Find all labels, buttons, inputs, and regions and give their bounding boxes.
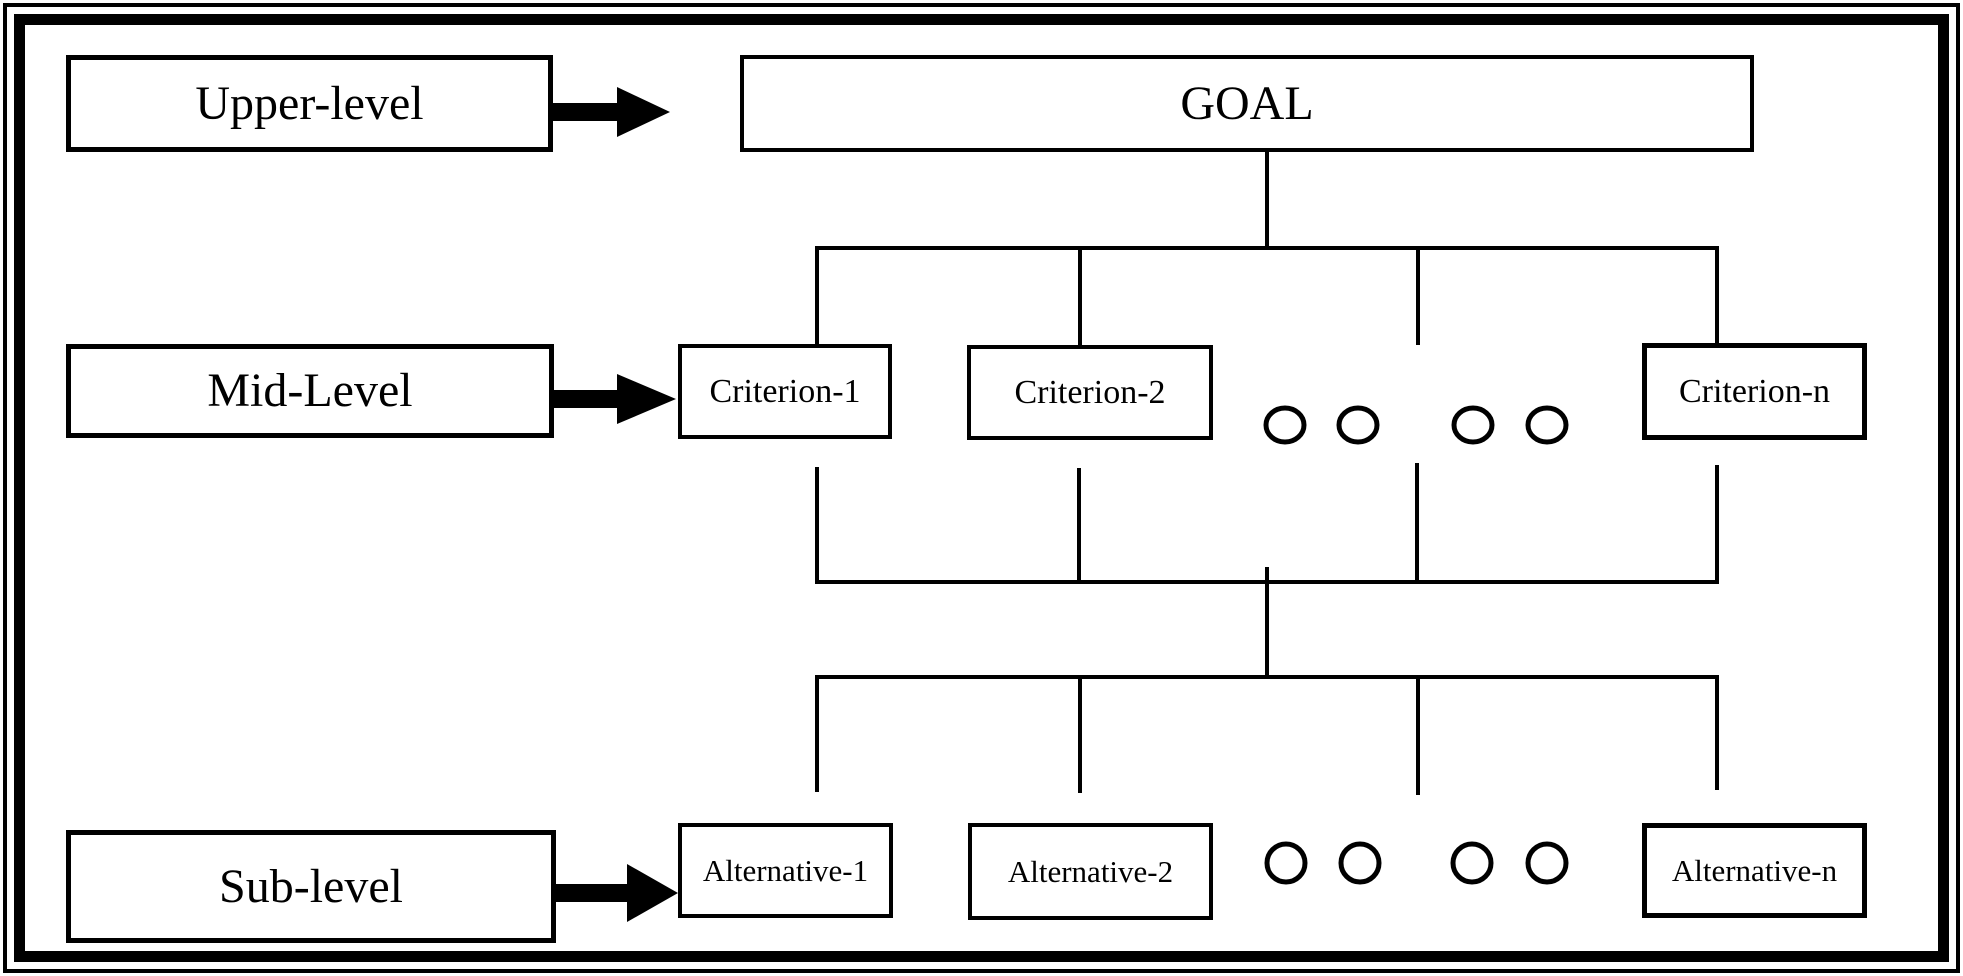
ellipsis-dots-alternatives	[1264, 841, 1569, 885]
mid-level-label-box: Mid-Level	[66, 344, 554, 438]
goal-node-box: GOAL	[740, 55, 1754, 152]
upper-level-label: Upper-level	[195, 76, 424, 130]
continuation-dot	[1525, 405, 1569, 445]
sub-level-label-box: Sub-level	[66, 830, 556, 943]
flow-arrow-icon	[556, 864, 678, 922]
sub-level-label: Sub-level	[219, 859, 403, 913]
ellipsis-dots-criteria	[1263, 405, 1569, 445]
flow-arrow-icon	[553, 87, 670, 137]
alternative-2-node-box: Alternative-2	[968, 823, 1213, 920]
criterion-1-node-box: Criterion-1	[678, 344, 892, 439]
alternative-n-node-box: Alternative-n	[1642, 823, 1867, 918]
criterion-2-node-box: Criterion-2	[967, 345, 1213, 440]
alternative-1-label: Alternative-1	[702, 853, 869, 888]
continuation-dot	[1336, 405, 1380, 445]
continuation-dot	[1450, 841, 1494, 885]
continuation-dot	[1525, 841, 1569, 885]
upper-level-label-box: Upper-level	[66, 55, 553, 152]
criterion-2-label: Criterion-2	[1014, 373, 1166, 411]
continuation-dot	[1264, 841, 1308, 885]
mid-level-label: Mid-Level	[207, 364, 413, 417]
continuation-dot	[1263, 405, 1307, 445]
criterion-n-label: Criterion-n	[1678, 372, 1831, 410]
criterion-1-label: Criterion-1	[709, 372, 861, 410]
alternative-1-node-box: Alternative-1	[678, 823, 893, 918]
continuation-dot	[1338, 841, 1382, 885]
continuation-dot	[1451, 405, 1495, 445]
alternative-2-label: Alternative-2	[1007, 854, 1174, 889]
criterion-n-node-box: Criterion-n	[1642, 343, 1867, 440]
flow-arrow-icon	[554, 374, 676, 424]
goal-node-label: GOAL	[1180, 76, 1314, 130]
alternative-n-label: Alternative-n	[1671, 853, 1838, 888]
